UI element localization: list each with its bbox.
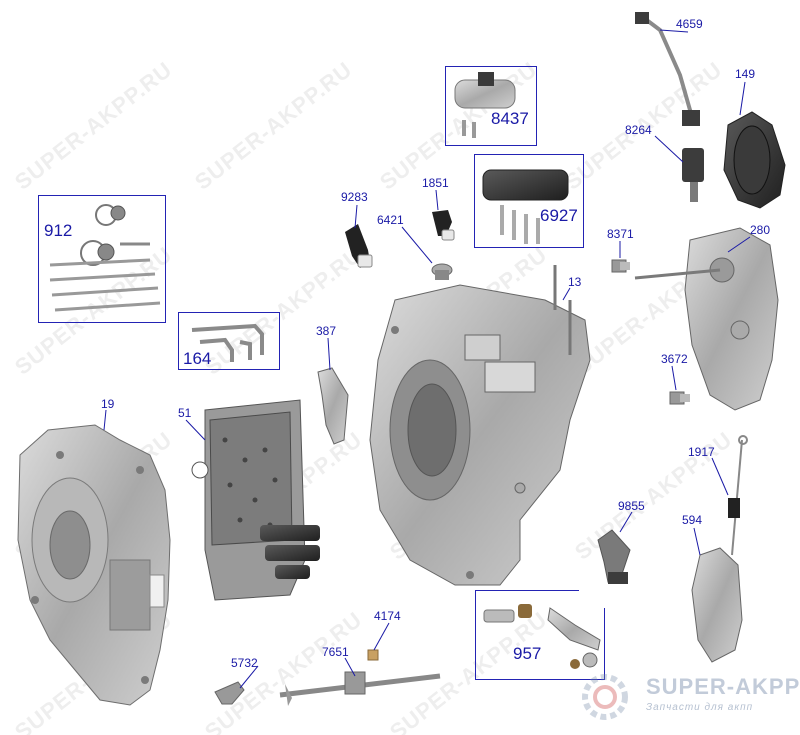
part-label-1917[interactable]: 1917 (688, 445, 715, 459)
part-19-housing[interactable] (17, 424, 171, 706)
part-9283-speed-sensor[interactable] (345, 224, 373, 268)
group-box-957 (475, 590, 605, 680)
part-label-9283[interactable]: 9283 (341, 190, 368, 204)
part-912-shafts-and-rings[interactable] (49, 204, 161, 312)
part-5732-lever[interactable] (214, 681, 245, 705)
part-label-19[interactable]: 19 (101, 397, 115, 411)
part-label-5732[interactable]: 5732 (231, 656, 258, 670)
part-label-4659[interactable]: 4659 (676, 17, 703, 31)
part-4659-harness[interactable] (635, 12, 700, 126)
part-label-1851[interactable]: 1851 (422, 176, 449, 190)
part-label-13[interactable]: 13 (568, 275, 582, 289)
part-label-957[interactable]: 957 (513, 644, 542, 663)
part-label-280[interactable]: 280 (750, 223, 771, 237)
part-label-51[interactable]: 51 (178, 406, 192, 420)
part-4174-spring[interactable] (367, 649, 379, 661)
part-label-9855[interactable]: 9855 (618, 499, 645, 513)
gear-icon (582, 674, 628, 720)
part-594-pan[interactable] (691, 547, 743, 663)
part-label-6421[interactable]: 6421 (377, 213, 404, 227)
part-6421-plug[interactable] (431, 263, 453, 280)
part-387-lever[interactable] (317, 367, 349, 445)
part-label-3672[interactable]: 3672 (661, 352, 688, 366)
part-label-149[interactable]: 149 (735, 67, 756, 81)
part-label-387[interactable]: 387 (316, 324, 337, 338)
part-8264-sensor[interactable] (682, 148, 704, 202)
part-label-164[interactable]: 164 (183, 349, 212, 368)
part-957-shift-parts[interactable] (483, 604, 601, 669)
group-box-6927 (474, 154, 584, 248)
brand-watermark: SUPER-AKPP Запчасти для акпп (566, 664, 799, 730)
part-label-4174[interactable]: 4174 (374, 609, 401, 623)
part-label-912[interactable]: 912 (44, 221, 73, 240)
part-6927-solenoid-pack[interactable] (482, 169, 569, 244)
part-51-valve-body[interactable] (191, 399, 320, 601)
group-box-8437 (445, 66, 537, 146)
part-label-7651[interactable]: 7651 (322, 645, 349, 659)
part-label-8437[interactable]: 8437 (491, 109, 529, 128)
brand-name: SUPER-AKPP (646, 674, 800, 699)
part-164-tubes[interactable] (191, 323, 264, 362)
part-label-6927[interactable]: 6927 (540, 206, 578, 225)
part-label-594[interactable]: 594 (682, 513, 703, 527)
part-149-drum[interactable] (723, 111, 786, 209)
part-8437-solenoid[interactable] (454, 72, 516, 138)
part-3672-fitting[interactable] (669, 391, 690, 405)
part-8371-fitting[interactable] (611, 259, 630, 273)
part-label-8371[interactable]: 8371 (607, 227, 634, 241)
brand-tagline: Запчасти для акпп (646, 702, 754, 713)
part-280-side-cover[interactable] (634, 227, 779, 411)
part-1851-speed-sensor[interactable] (432, 210, 455, 241)
group-box-912 (38, 195, 166, 323)
part-13-main-case[interactable] (369, 265, 591, 586)
leader-lines (103, 29, 751, 689)
part-1917-dipstick[interactable] (728, 435, 748, 556)
group-box-164 (178, 312, 280, 370)
part-label-8264[interactable]: 8264 (625, 123, 652, 137)
part-9855-connector[interactable] (597, 529, 631, 584)
part-7651-shaft[interactable] (279, 671, 441, 706)
